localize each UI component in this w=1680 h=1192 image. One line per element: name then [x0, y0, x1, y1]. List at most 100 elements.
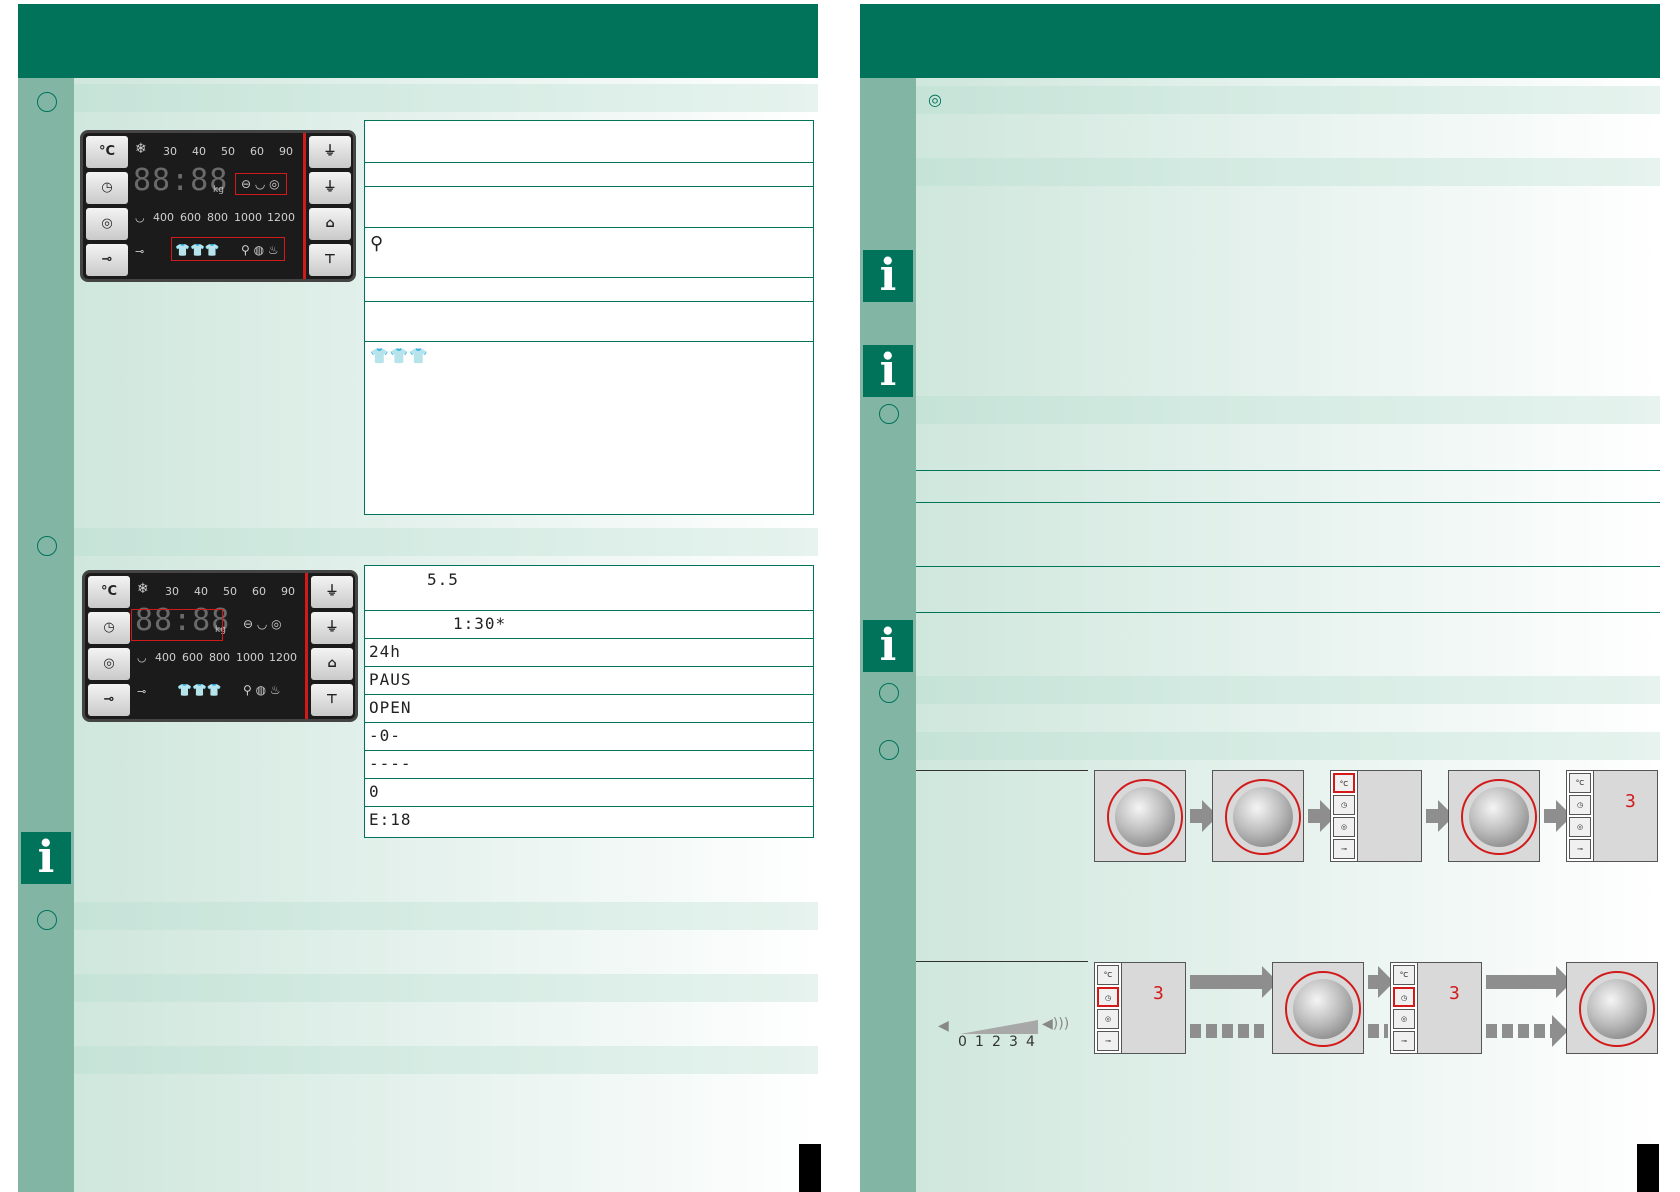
arrow [1308, 809, 1320, 823]
temp-mini-button: °C [1333, 773, 1355, 793]
icon-table: ⚲ 👕👕👕 [364, 120, 814, 515]
dashed-arrow [1190, 1024, 1264, 1038]
table-row [365, 722, 813, 723]
section-band [916, 86, 1660, 114]
phase-icons: ⊖ ◡ ◎ [241, 177, 280, 191]
divider [916, 502, 1660, 503]
info-icon: i [863, 345, 913, 397]
lock-button[interactable]: ⊸ [86, 244, 128, 276]
speed-1200: 1200 [269, 651, 297, 664]
timer-button[interactable]: ◷ [88, 612, 130, 644]
intensive-button[interactable]: ⏚ [309, 172, 351, 204]
speed-600: 600 [182, 651, 203, 664]
snowflake-icon: ❄ [135, 141, 147, 157]
knob-thumb [1448, 770, 1540, 862]
knob [1115, 787, 1175, 847]
key-mini-button: ⊸ [1393, 1031, 1415, 1051]
dashed-arrow-head [1552, 1015, 1568, 1047]
section-band [74, 528, 818, 556]
basin-plus-icon: ⏚ [325, 620, 339, 635]
prewash-button[interactable]: ⏚ [311, 576, 353, 608]
volume-level-2: 2 [992, 1034, 1001, 1050]
left-sidebar [18, 78, 74, 1192]
tub-icon: ◡ [135, 211, 145, 224]
step-circle [37, 536, 57, 556]
knob-thumb [1566, 962, 1658, 1054]
easy-iron-button[interactable]: ⌂ [309, 208, 351, 240]
step-circle [37, 910, 57, 930]
temp-50: 50 [223, 585, 237, 598]
temperature-button[interactable]: °C [86, 136, 128, 168]
code-open: OPEN [369, 698, 412, 717]
key-icon: ⊸ [101, 252, 113, 267]
timer-button[interactable]: ◷ [86, 172, 128, 204]
knob-thumb [1094, 770, 1186, 862]
spin-button[interactable]: ◎ [88, 648, 130, 680]
tub-icon: ◡ [137, 651, 147, 664]
section-band [74, 84, 818, 112]
spin-icon: ◎ [103, 656, 115, 671]
lock-button[interactable]: ⊸ [88, 684, 130, 716]
knob-ring [1107, 779, 1183, 855]
phase-icons: ⊖ ◡ ◎ [243, 617, 282, 631]
divider [916, 612, 1660, 613]
speed-1200: 1200 [267, 211, 295, 224]
speed-1000: 1000 [234, 211, 262, 224]
section-band [916, 396, 1660, 424]
arrow [1368, 975, 1378, 989]
volume-wedge [960, 1020, 1038, 1034]
speed-800: 800 [207, 211, 228, 224]
section-band [74, 974, 818, 1002]
knob-thumb [1272, 962, 1364, 1054]
dashed-arrow [1368, 1024, 1388, 1038]
arrow [1486, 975, 1556, 989]
speed-1000: 1000 [236, 651, 264, 664]
shirt-button[interactable]: ⊤ [311, 684, 353, 716]
volume-high-icon: ◀))) [1042, 1016, 1070, 1032]
knob [1469, 787, 1529, 847]
spin-button[interactable]: ◎ [86, 208, 128, 240]
info-icon: i [863, 620, 913, 672]
panel-thumb: °C ◷ ◎ ⊸ [1330, 770, 1422, 862]
knob-thumb [1212, 770, 1304, 862]
display-panel: °C ◷ ◎ ⊸ ❄ 30 40 50 60 90 88:88 kg ⊖ ◡ ◎… [80, 130, 356, 282]
easy-iron-button[interactable]: ⌂ [311, 648, 353, 680]
clock-mini-button: ◷ [1569, 795, 1591, 815]
section-band [916, 732, 1660, 760]
red-divider [303, 133, 306, 279]
arrow [1544, 809, 1556, 823]
iron-icon: ⌂ [327, 656, 337, 671]
divider [916, 470, 1660, 471]
left-header [18, 4, 818, 78]
step-circle [879, 740, 899, 760]
knob [1293, 979, 1353, 1039]
snowflake-icon: ❄ [137, 581, 149, 597]
mini-panel: °C ◷ ◎ ⊸ [1567, 771, 1594, 861]
info-icon: i [21, 832, 71, 884]
prewash-button[interactable]: ⏚ [309, 136, 351, 168]
clock-mini-button: ◷ [1333, 795, 1355, 815]
tap-icon: ⚲ [370, 233, 385, 254]
table-row [365, 610, 813, 611]
segment-display: 88:88 [133, 163, 229, 198]
volume-low-icon: ◀ [938, 1018, 949, 1034]
spin-mini-button: ◎ [1097, 1009, 1119, 1029]
panel-thumb: °C ◷ ◎ ⊸ 3 [1390, 962, 1482, 1054]
shirt-button[interactable]: ⊤ [309, 244, 351, 276]
temperature-button[interactable]: °C [88, 576, 130, 608]
code-dashes: ---- [369, 754, 412, 773]
temp-90: 90 [279, 145, 293, 158]
step-circle [879, 404, 899, 424]
info-icon: i [863, 250, 913, 302]
divider [916, 770, 1088, 771]
section-band [916, 158, 1660, 186]
page-marker [1637, 1144, 1659, 1192]
divider [916, 961, 1088, 962]
intensive-button[interactable]: ⏚ [311, 612, 353, 644]
spin-mini-button: ◎ [1333, 817, 1355, 837]
panel-digit: 3 [1625, 791, 1636, 812]
speed-400: 400 [155, 651, 176, 664]
spin-mini-button: ◎ [1393, 1009, 1415, 1029]
knob [1587, 979, 1647, 1039]
table-row [365, 694, 813, 695]
